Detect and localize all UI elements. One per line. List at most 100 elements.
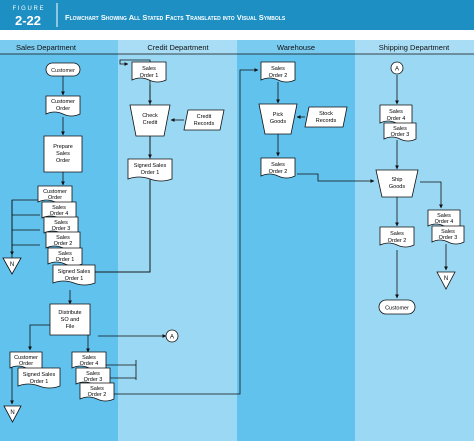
svg-text:Order 1: Order 1 [140,73,159,79]
svg-text:Customer: Customer [43,189,67,195]
svg-text:Order: Order [48,195,62,201]
warehouse-sales-order-2: Sales Order 2 [260,61,296,83]
svg-text:Ship: Ship [391,177,402,183]
svg-text:Order 1: Order 1 [141,170,160,176]
bottom-signed-sales-order-1: Signed Sales Order 1 [17,367,61,389]
svg-text:Order 2: Order 2 [54,241,73,247]
shipping-deck-filed: Sales Order 4 Sales Order 3 [427,209,465,245]
svg-text:Goods: Goods [389,184,405,190]
svg-text:Sales: Sales [56,151,70,157]
svg-text:Stock: Stock [319,111,333,117]
svg-text:Credit: Credit [197,114,212,120]
svg-text:Prepare: Prepare [53,144,73,150]
lane-header-sales: Sales Department [16,43,77,52]
connector-a-shipping: A [390,61,404,75]
svg-text:Order 2: Order 2 [88,392,107,398]
svg-text:Sales: Sales [271,66,285,72]
offline-file-n-sales-bottom: N [3,405,22,423]
svg-text:Sales: Sales [56,235,70,241]
ship-sales-order-2: Sales Order 2 [379,226,415,248]
terminal-customer-start: Customer [45,62,81,77]
svg-text:Sales: Sales [142,66,156,72]
svg-text:Order 2: Order 2 [269,169,288,175]
connector-a-sales: A [165,329,179,343]
svg-text:Customer: Customer [51,99,75,105]
svg-text:Customer: Customer [14,355,38,361]
lane-warehouse-bg [237,40,355,441]
credit-signed-sales-order-1: Signed Sales Order 1 [127,158,173,182]
svg-text:Order: Order [56,106,70,112]
svg-text:Order 4: Order 4 [387,116,406,122]
svg-text:Order 3: Order 3 [391,132,410,138]
svg-text:File: File [66,324,75,330]
terminal-customer-end: Customer [378,299,416,315]
svg-text:Sales: Sales [52,205,66,211]
svg-text:Sales: Sales [82,355,96,361]
svg-text:Sales: Sales [54,220,68,226]
svg-text:Customer: Customer [51,68,75,74]
document-customer-order: Customer Order [45,95,81,117]
svg-text:Check: Check [142,113,158,119]
svg-text:Order 3: Order 3 [439,235,458,241]
flow-lines [10,59,448,405]
svg-text:Records: Records [316,118,337,124]
svg-text:Order 2: Order 2 [388,238,407,244]
offline-file-n-shipping: N [436,271,456,290]
svg-text:Sales: Sales [390,231,404,237]
svg-text:SO and: SO and [61,317,80,323]
svg-text:A: A [170,335,174,341]
manual-check-credit: Check Credit [129,104,171,137]
svg-text:Distribute: Distribute [58,310,81,316]
figure-title: Flowchart Showing All Stated Facts Trans… [65,13,286,22]
svg-text:Sales: Sales [393,126,407,132]
svg-text:Order: Order [56,158,70,164]
process-distribute-so-and-file: Distribute SO and File [49,303,91,336]
svg-text:Pick: Pick [273,112,284,118]
lane-header-credit: Credit Department [147,43,209,52]
offline-file-n-sales-top: N [2,257,22,275]
svg-text:Sales: Sales [86,371,100,377]
svg-text:Sales: Sales [441,229,455,235]
ship-stack-sales-order-3: Sales Order 3 [431,225,465,245]
lane-header-warehouse: Warehouse [277,43,315,52]
svg-text:Order 1: Order 1 [65,276,84,282]
file-credit-records: Credit Records [183,109,225,131]
svg-text:A: A [395,67,399,73]
svg-text:Order: Order [19,361,33,367]
svg-text:Sales: Sales [58,251,72,257]
svg-text:Order 1: Order 1 [56,257,75,263]
svg-text:Customer: Customer [385,306,409,312]
svg-text:Credit: Credit [143,120,158,126]
svg-text:Order 4: Order 4 [80,361,99,367]
lane-header-shipping: Shipping Department [379,43,450,52]
svg-text:Order 3: Order 3 [84,377,103,383]
figure-header-bar [0,0,474,30]
svg-text:Signed Sales: Signed Sales [134,163,167,169]
credit-sales-order-1: Sales Order 1 [131,61,167,83]
bottom-sales-order-2: Sales Order 2 [79,382,115,402]
figure-label: F I G U R E [12,6,43,12]
svg-text:Sales: Sales [437,213,451,219]
lane-credit-bg [118,40,237,441]
svg-text:Order 4: Order 4 [435,219,454,225]
svg-text:N: N [10,262,14,268]
svg-text:Goods: Goods [270,119,286,125]
svg-text:Order 3: Order 3 [52,226,71,232]
svg-text:N: N [10,410,14,416]
figure-number: 2-22 [15,13,41,28]
svg-text:Order 2: Order 2 [269,73,288,79]
document-deck-prepared: Customer Order Sales Order 4 Sales Order… [37,185,96,286]
warehouse-sales-order-2-out: Sales Order 2 [260,157,296,179]
document-deck-distributed: Sales Order 4 Sales Order 3 Sales Order … [71,351,115,402]
svg-text:Order 1: Order 1 [30,379,49,385]
svg-text:Sales: Sales [90,386,104,392]
svg-text:Sales: Sales [389,109,403,115]
shipping-deck-incoming: Sales Order 4 Sales Order 3 [379,104,417,142]
process-prepare-sales-order: Prepare Sales Order [43,135,83,173]
file-stock-records: Stock Records [304,106,348,128]
document-deck-filed: Customer Order Signed Sales Order 1 [9,351,61,389]
ship-sales-order-3: Sales Order 3 [383,122,417,142]
svg-text:Order 4: Order 4 [50,211,69,217]
svg-text:N: N [444,276,448,282]
